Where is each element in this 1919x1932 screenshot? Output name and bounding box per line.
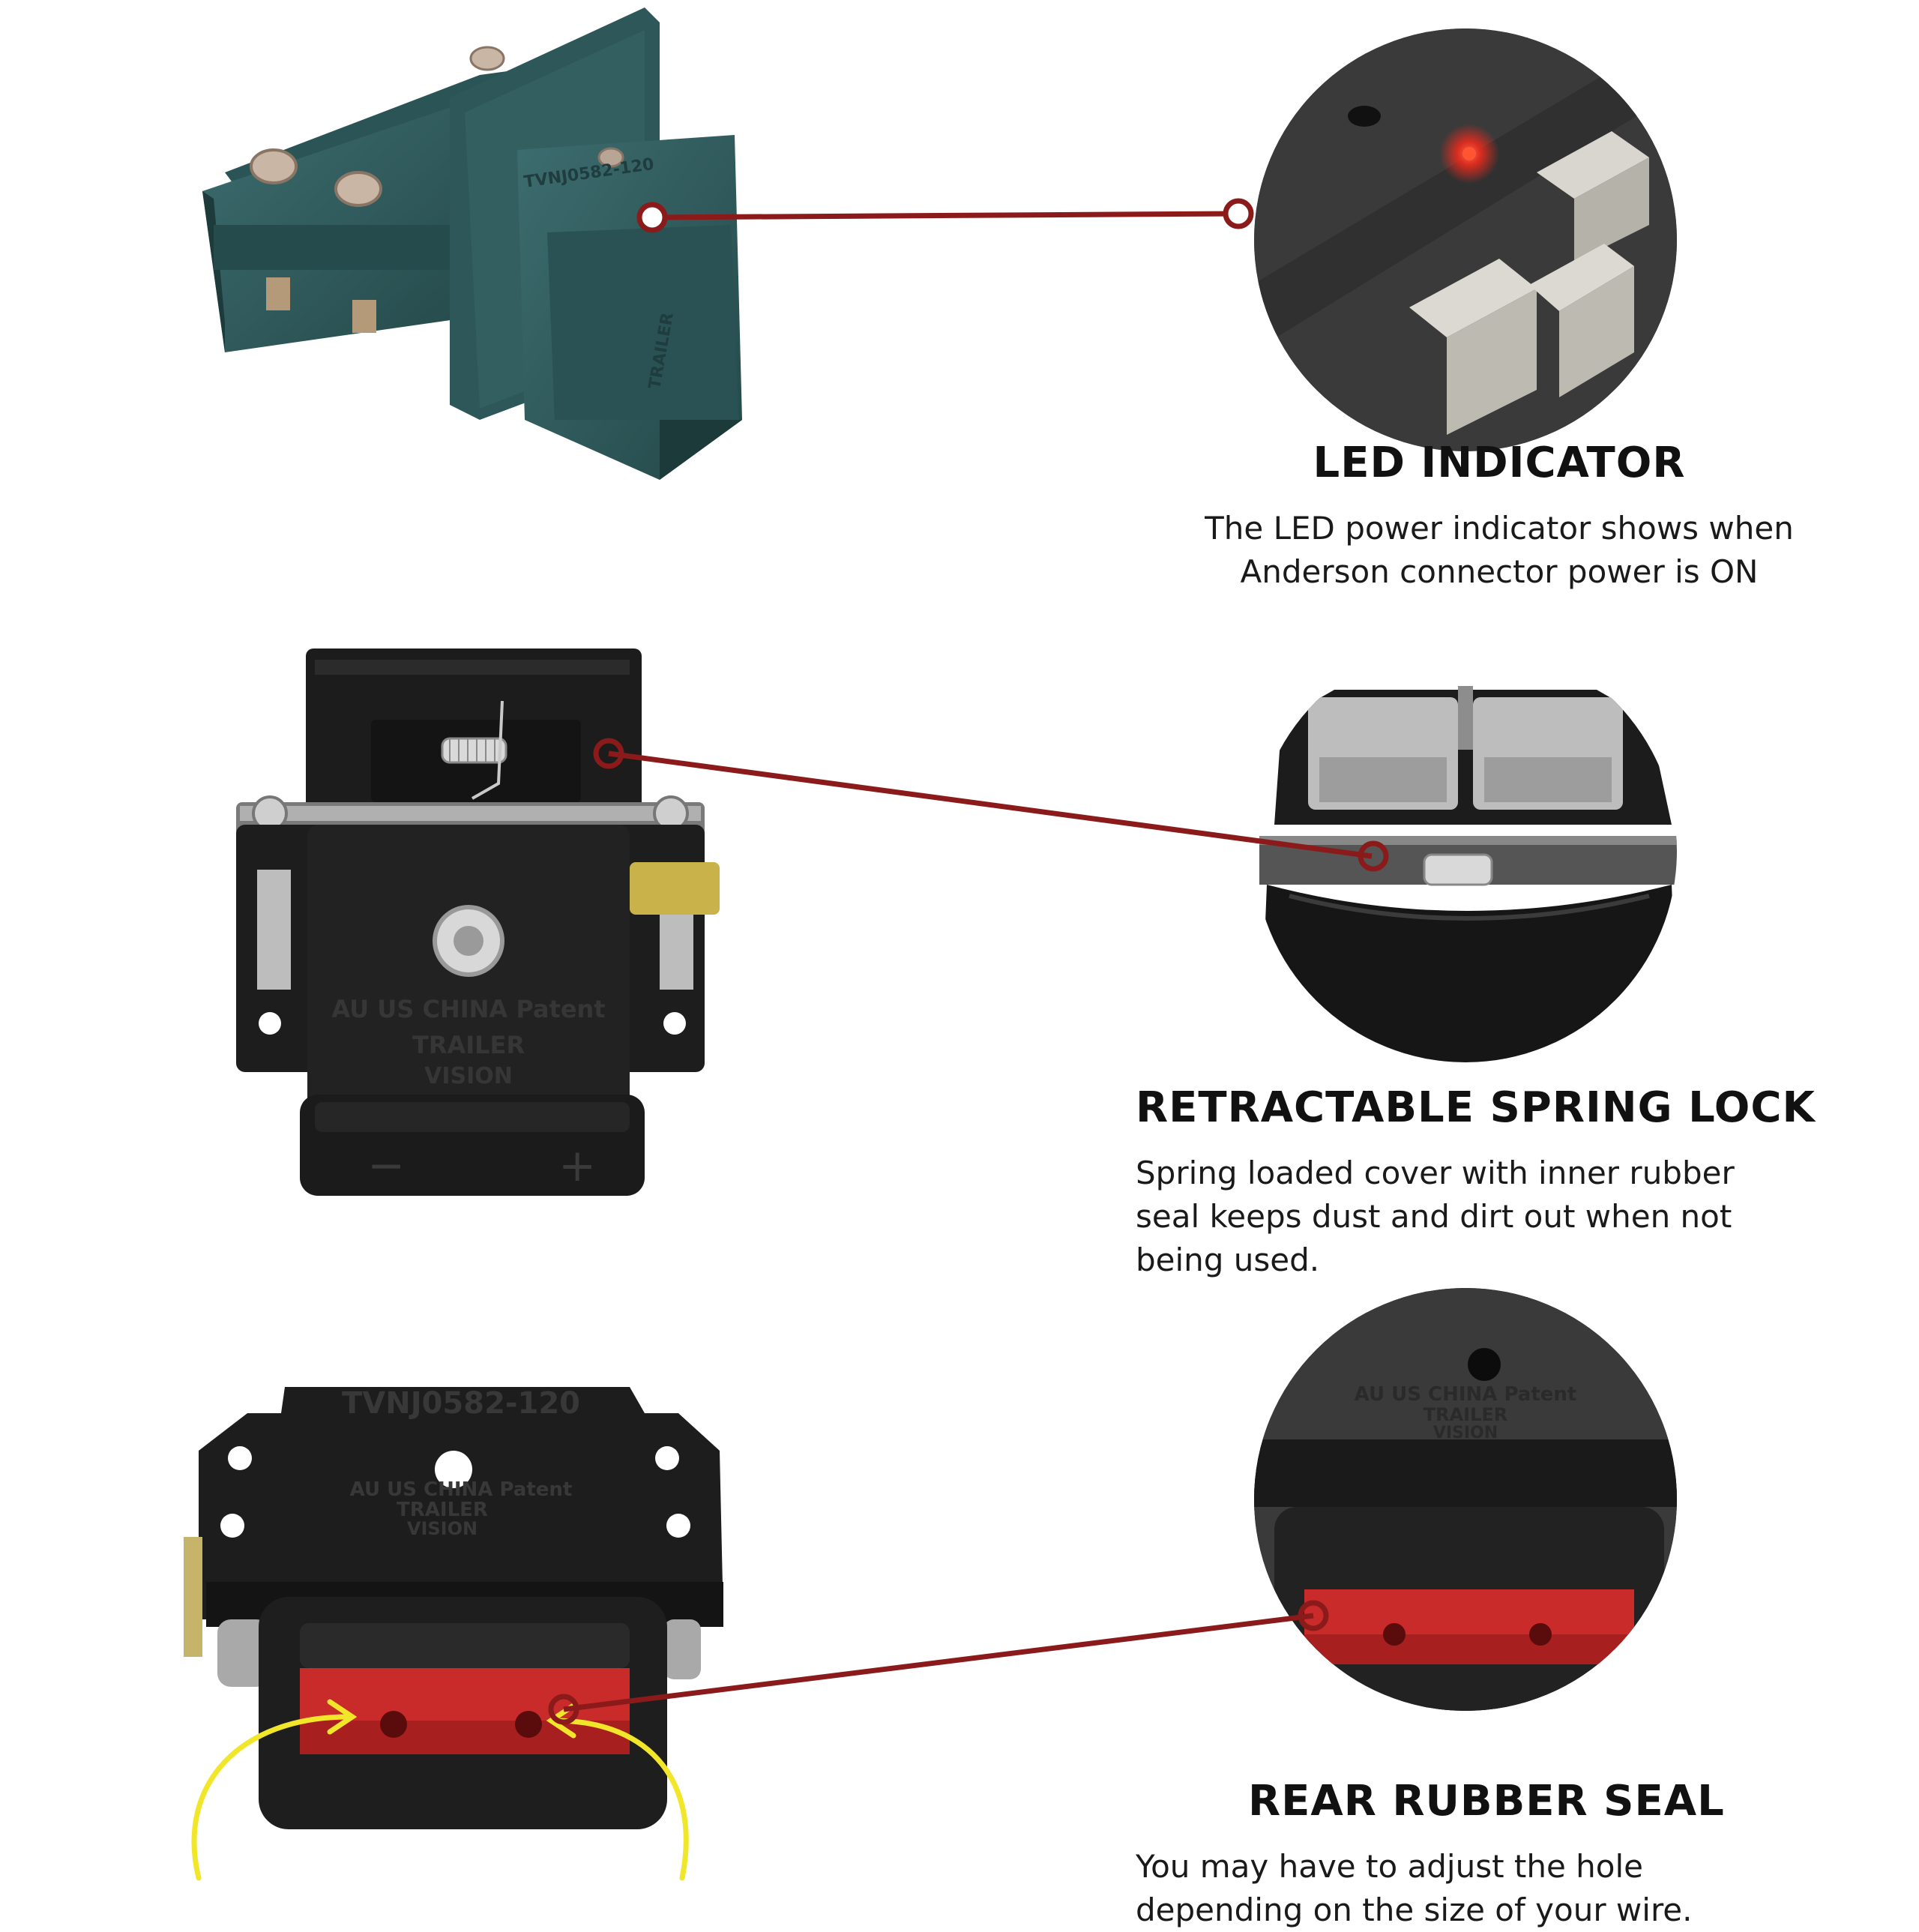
description-line: Anderson connector power is ON: [1240, 553, 1759, 590]
feature-led-indicator: LED INDICATOR The LED power indicator sh…: [1139, 439, 1859, 594]
feature-description: Spring loaded cover with inner rubber se…: [1136, 1152, 1893, 1282]
black-connector-front-photo: AU US CHINA Patent TRAILER VISION − +: [236, 648, 720, 1196]
feature-title: LED INDICATOR: [1313, 439, 1686, 487]
green-connector-photo: TVNJ0582-120 TRAILER: [202, 7, 742, 480]
rear-brand-line1: TRAILER: [397, 1499, 488, 1521]
rear-brand-line2: VISION: [407, 1518, 478, 1539]
rear-patent-text: AU US CHINA Patent: [350, 1478, 573, 1501]
front-patent-text: AU US CHINA Patent: [331, 995, 605, 1023]
description-line: Spring loaded cover with inner rubber: [1136, 1155, 1735, 1191]
description-line: You may have to adjust the hole: [1136, 1848, 1644, 1885]
description-line: seal keeps dust and dirt out when not: [1136, 1198, 1732, 1235]
yellow-arrow-icon: [191, 1699, 689, 1881]
plus-symbol: +: [558, 1140, 596, 1192]
rear-part-number: TVNJ0582-120: [342, 1386, 580, 1421]
feature-title: RETRACTABLE SPRING LOCK: [1136, 1083, 1816, 1132]
rear-seal-detail-circle: AU US CHINA Patent TRAILER VISION: [1254, 1288, 1677, 1711]
description-line: depending on the size of your wire.: [1136, 1892, 1693, 1928]
detail-brand-line1: TRAILER: [1424, 1404, 1508, 1425]
feature-description: You may have to adjust the hole dependin…: [1136, 1845, 1893, 1932]
minus-symbol: −: [367, 1140, 405, 1192]
description-line: being used.: [1136, 1242, 1320, 1278]
feature-rear-rubber-seal: REAR RUBBER SEAL You may have to adjust …: [1136, 1777, 1893, 1932]
front-brand-line1: TRAILER: [412, 1031, 525, 1059]
description-line: The LED power indicator shows when: [1205, 510, 1794, 547]
rear-connector-photo: TVNJ0582-120 AU US CHINA Patent TRAILER …: [184, 1386, 723, 1881]
callout-lines: [548, 198, 1389, 1725]
spring-lock-detail-circle: [1254, 640, 1677, 1062]
detail-brand-line2: VISION: [1433, 1424, 1498, 1442]
front-brand-line2: VISION: [424, 1063, 513, 1089]
screw-icon: [250, 46, 624, 333]
spring-icon: [441, 700, 507, 800]
led-detail-circle: [1254, 28, 1677, 451]
feature-description: The LED power indicator shows when Ander…: [1139, 507, 1859, 594]
feature-title: REAR RUBBER SEAL: [1248, 1777, 1725, 1826]
detail-patent-text: AU US CHINA Patent: [1355, 1383, 1577, 1406]
feature-retractable-spring-lock: RETRACTABLE SPRING LOCK Spring loaded co…: [1136, 1083, 1893, 1282]
